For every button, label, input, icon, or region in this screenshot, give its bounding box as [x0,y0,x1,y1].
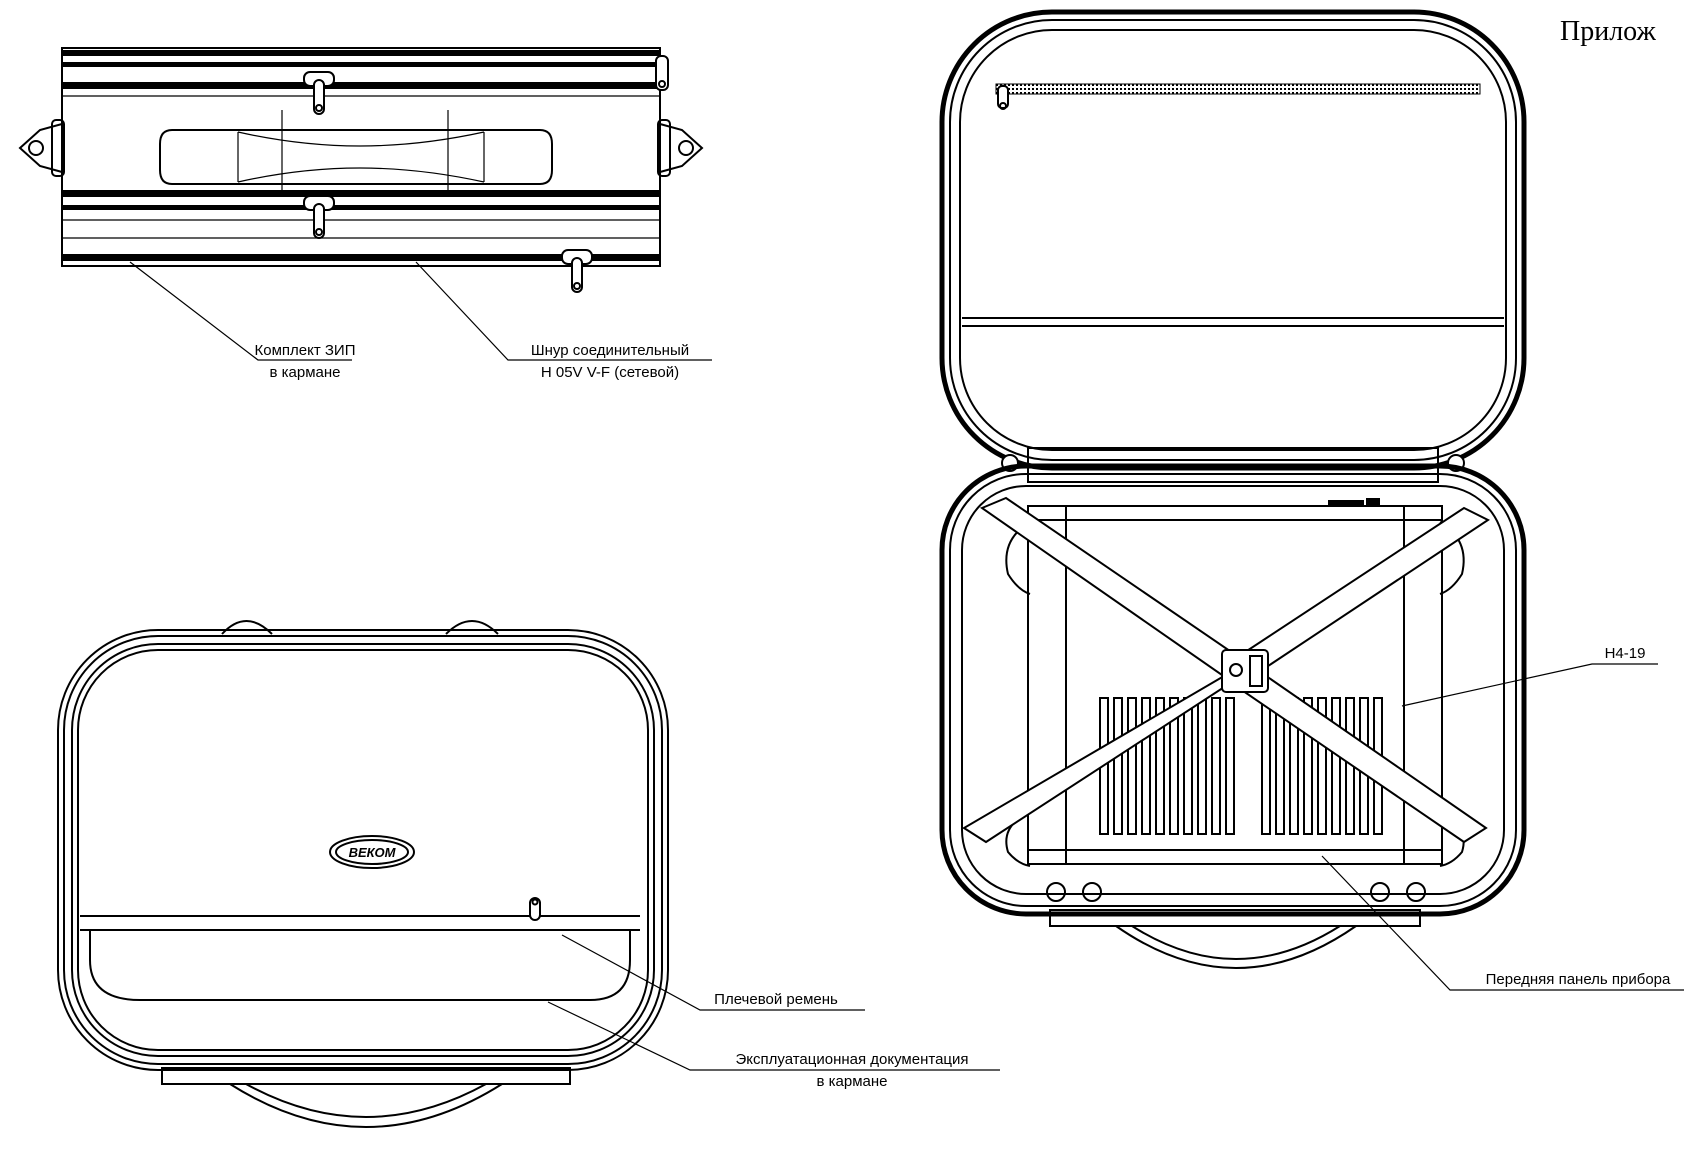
zipper-band [62,190,660,197]
zipper-band [62,205,660,210]
zipper-puller-icon [303,71,335,115]
side-loop-right [659,123,704,173]
top-view [18,47,712,361]
zipper-band [62,254,660,261]
front-view: ВЕКОМ [57,620,1000,1128]
leader-device [1401,663,1658,707]
label-cord-type: H 05V V-F (сетевой) [541,364,679,381]
leader-docs [547,1001,1000,1071]
leader-strap [561,934,865,1011]
zipper-puller-icon [655,55,669,91]
base-inner [961,485,1505,895]
zipper-band [62,50,660,56]
label-docs: Эксплуатационная документация [735,1051,968,1068]
header-text: Прилож [1560,16,1656,47]
lid-inner [959,29,1507,451]
case-top-body [61,47,661,267]
strap-pin-icon [529,897,541,921]
label-front-panel: Передняя панель прибора [1486,971,1671,988]
logo-text: ВЕКОМ [349,845,397,860]
bottom-handle [229,1083,503,1128]
leader-front-panel [1321,855,1684,991]
label-zip-kit: Комплект ЗИП [254,342,355,359]
zipper-puller-icon [303,195,335,239]
open-view [939,9,1684,991]
device-connector [1328,500,1364,506]
open-lid-shell [939,9,1527,471]
carry-handle [159,129,553,185]
ring-icon [28,140,44,156]
open-base-shell [939,463,1527,917]
label-zip-kit-pocket: в кармане [270,364,341,381]
ring-icon [678,140,694,156]
label-docs-pocket: в кармане [817,1073,888,1090]
device-body [1027,505,1443,865]
label-strap: Плечевой ремень [714,991,838,1008]
handle-base [161,1067,571,1085]
zipper-band [62,62,660,67]
zipper-band [62,82,660,89]
case-lid [77,649,649,1051]
leader-zip [129,261,352,361]
side-loop-left [18,123,63,173]
strap-buckle-icon [1221,649,1269,693]
lid-zipper [995,83,1481,95]
logo-emblem-icon [329,835,415,869]
leader-cord [415,261,712,361]
case-outer-shell [57,629,669,1071]
label-device: Н4-19 [1605,645,1646,662]
document-pocket [89,930,631,1001]
zipper-puller-icon [561,249,593,293]
handle-base [1049,909,1421,927]
bottom-handle [1115,925,1357,969]
label-cord: Шнур соединительный [531,342,689,359]
